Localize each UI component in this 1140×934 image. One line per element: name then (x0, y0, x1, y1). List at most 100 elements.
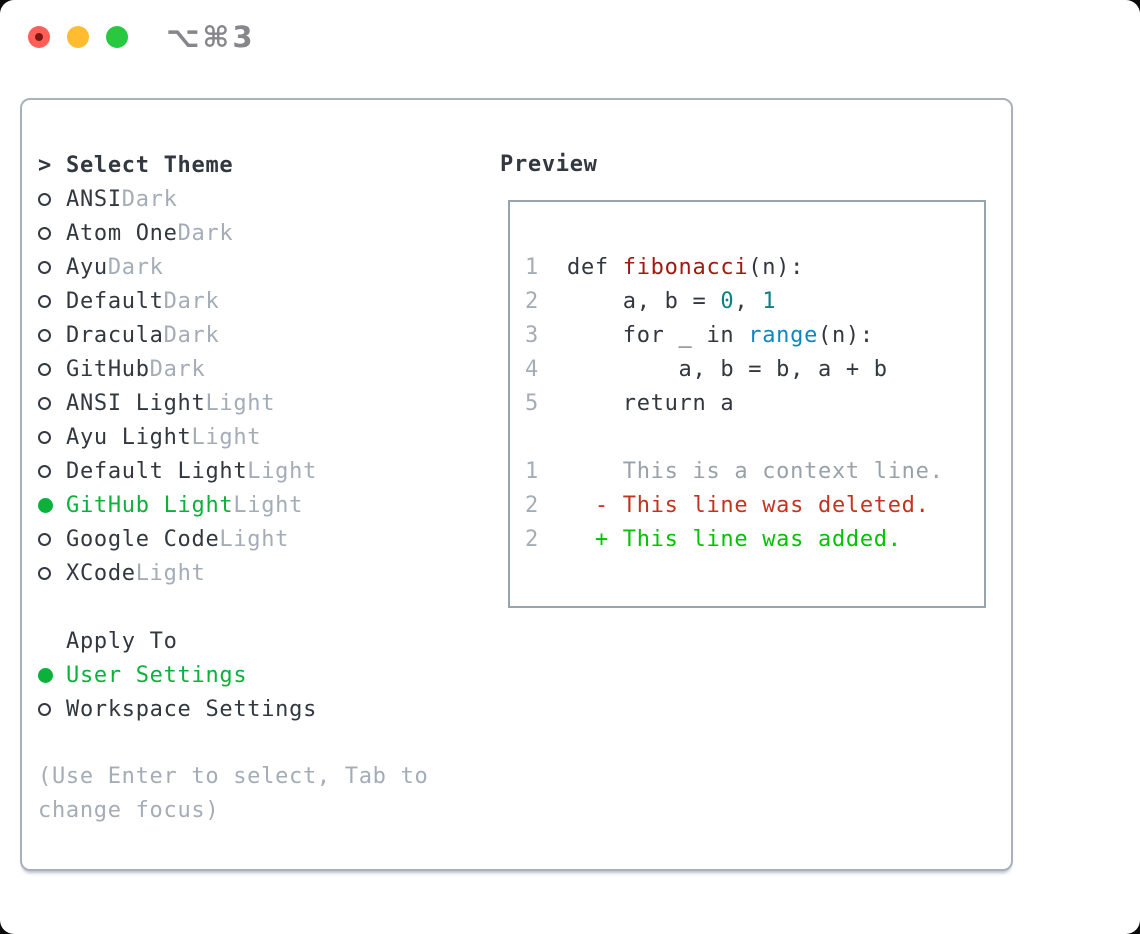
theme-option-dracula[interactable]: Dracula Dark (38, 318, 472, 352)
line-number: 4 (525, 356, 539, 382)
theme-variant-label: Dark (163, 322, 220, 348)
theme-option-label: Default Light (66, 458, 248, 484)
radio-icon (38, 328, 66, 342)
theme-variant-label: Dark (149, 356, 206, 382)
theme-option-label: ANSI (66, 186, 122, 212)
line-number: 3 (525, 322, 539, 348)
code-line: 1 This is a context line. (525, 454, 984, 488)
apply-option-label: Workspace Settings (66, 696, 318, 722)
theme-variant-label: Dark (121, 186, 178, 212)
prompt-caret-icon: > (38, 152, 52, 178)
select-theme-title: Select Theme (66, 152, 234, 178)
theme-option-ayu-light[interactable]: Ayu Light Light (38, 420, 472, 454)
code-token-plain: a, b = (567, 288, 721, 314)
apply-option-workspace-settings[interactable]: Workspace Settings (38, 692, 472, 726)
theme-option-xcode[interactable]: XCode Light (38, 556, 472, 590)
line-number: 5 (525, 390, 539, 416)
hint-text: (Use Enter to select, Tab to change focu… (38, 764, 429, 823)
spacer (38, 726, 472, 760)
line-number: 2 (525, 492, 539, 518)
theme-option-github-light[interactable]: GitHub Light Light (38, 488, 472, 522)
theme-option-github[interactable]: GitHub Dark (38, 352, 472, 386)
theme-option-label: Atom One (66, 220, 178, 246)
code-line: 2 a, b = 0, 1 (525, 284, 984, 318)
radio-icon (38, 396, 66, 410)
code-token-context: This is a context line. (567, 458, 944, 484)
code-token-plain: return a (567, 390, 735, 416)
theme-option-label: Ayu Light (66, 424, 192, 450)
theme-option-label: Ayu (66, 254, 108, 280)
code-line: 2 - This line was deleted. (525, 488, 984, 522)
code-token-plain: (n): (818, 322, 874, 348)
theme-option-label: Google Code (66, 526, 220, 552)
apply-option-user-settings[interactable]: User Settings (38, 658, 472, 692)
line-number: 1 (525, 458, 539, 484)
code-token-number: 1 (762, 288, 777, 314)
radio-selected-icon (38, 497, 66, 513)
theme-variant-label: Light (233, 492, 304, 518)
theme-variant-label: Light (219, 526, 290, 552)
window-title: ⌥⌘3 (166, 20, 256, 54)
code-token-plain: , (734, 288, 763, 314)
theme-option-default[interactable]: Default Dark (38, 284, 472, 318)
radio-selected-icon (38, 667, 66, 683)
apply-option-label: User Settings (66, 662, 248, 688)
theme-option-label: XCode (66, 560, 136, 586)
theme-option-atom-one[interactable]: Atom One Dark (38, 216, 472, 250)
theme-variant-label: Light (247, 458, 318, 484)
theme-option-label: GitHub Light (66, 492, 234, 518)
code-line (525, 420, 984, 454)
radio-icon (38, 226, 66, 240)
theme-variant-label: Light (191, 424, 262, 450)
theme-option-label: ANSI Light (66, 390, 206, 416)
code-token-number: 0 (720, 288, 735, 314)
theme-option-label: GitHub (66, 356, 150, 382)
theme-option-ayu[interactable]: Ayu Dark (38, 250, 472, 284)
line-number: 1 (525, 254, 539, 280)
theme-variant-label: Light (135, 560, 206, 586)
code-line: 4 a, b = b, a + b (525, 352, 984, 386)
radio-icon (38, 702, 66, 716)
code-line: 5 return a (525, 386, 984, 420)
code-token-plain: (n): (748, 254, 805, 280)
code-token-builtin: range (748, 322, 819, 348)
theme-option-label: Default (66, 288, 164, 314)
theme-variant-label: Dark (107, 254, 164, 280)
radio-icon (38, 464, 66, 478)
close-button[interactable] (28, 26, 50, 48)
theme-option-ansi-light[interactable]: ANSI Light Light (38, 386, 472, 420)
spacer (38, 590, 472, 624)
code-token-plain: a, b = b, a + b (567, 356, 888, 382)
code-token-plain: for _ in (567, 322, 749, 348)
radio-icon (38, 532, 66, 546)
title-bar: ⌥⌘3 (0, 0, 1140, 76)
apply-to-title: Apply To (66, 628, 178, 654)
code-line: 2 + This line was added. (525, 522, 984, 556)
theme-option-google-code[interactable]: Google Code Light (38, 522, 472, 556)
radio-icon (38, 430, 66, 444)
zoom-button[interactable] (106, 26, 128, 48)
code-token-deleted: - This line was deleted. (567, 492, 930, 518)
theme-option-default-light[interactable]: Default Light Light (38, 454, 472, 488)
line-number: 2 (525, 288, 539, 314)
radio-icon (38, 362, 66, 376)
radio-icon (38, 294, 66, 308)
preview-title: Preview (500, 152, 598, 177)
theme-option-ansi[interactable]: ANSI Dark (38, 182, 472, 216)
code-token-added: + This line was added. (567, 526, 902, 552)
select-theme-header: > Select Theme (38, 148, 472, 182)
radio-icon (38, 192, 66, 206)
code-token-plain: def (567, 254, 623, 280)
line-number: 2 (525, 526, 539, 552)
theme-variant-label: Dark (163, 288, 220, 314)
code-token-function: fibonacci (622, 254, 749, 280)
theme-option-label: Dracula (66, 322, 164, 348)
theme-variant-label: Light (205, 390, 276, 416)
minimize-button[interactable] (67, 26, 89, 48)
